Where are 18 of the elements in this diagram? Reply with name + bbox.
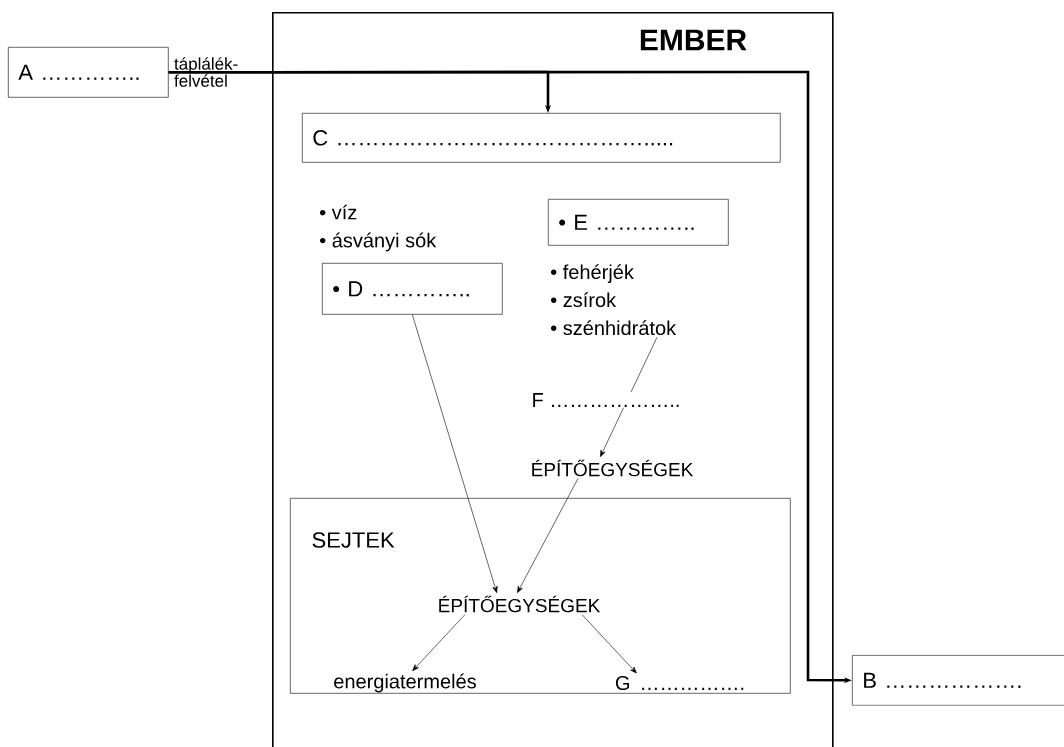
edge-label: F ……………….. bbox=[530, 392, 682, 408]
bullet-list: • fehérjék • zsírok • szénhidrátok bbox=[551, 264, 677, 336]
arrow bbox=[517, 478, 579, 593]
text-label: G ……………. bbox=[615, 675, 744, 691]
answer-box: • E ………….. bbox=[548, 199, 729, 246]
text-label: energiatermelés bbox=[334, 673, 476, 693]
arrow bbox=[412, 614, 466, 672]
answer-box: • D ………….. bbox=[322, 263, 503, 315]
answer-box: A ………….. bbox=[8, 47, 169, 98]
answer-box: C ……………………………………..... bbox=[302, 113, 781, 163]
arrow bbox=[581, 614, 637, 674]
arrow bbox=[412, 314, 498, 593]
answer-box: B ………………. bbox=[852, 655, 1064, 706]
arrow bbox=[600, 337, 658, 457]
text-label: ÉPÍTŐEGYSÉGEK bbox=[439, 595, 601, 613]
edge-label: táplálék- felvétel bbox=[174, 57, 238, 87]
text-label: ÉPÍTŐEGYSÉGEK bbox=[532, 459, 694, 477]
bullet-item: • víz bbox=[320, 204, 357, 220]
